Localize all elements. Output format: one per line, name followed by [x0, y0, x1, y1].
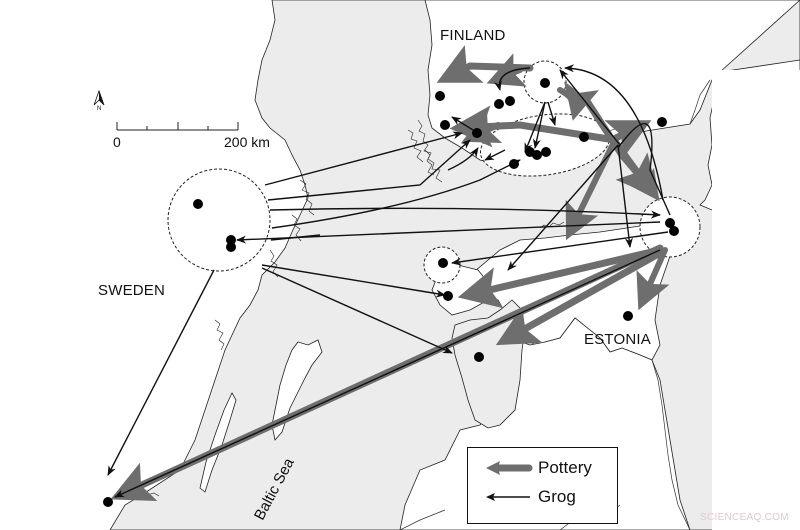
legend-item-pottery: Pottery	[484, 458, 592, 478]
north-arrow-letter: N	[97, 106, 102, 112]
pottery-arrow-icon	[486, 461, 533, 475]
right-frame-white	[712, 70, 800, 530]
cluster-sweden	[167, 168, 271, 272]
label-sweden: SWEDEN	[98, 282, 166, 299]
grog-arrow-icon	[486, 493, 530, 501]
watermark: SCIENCEAQ.COM	[700, 512, 789, 523]
legend-label-grog: Grog	[538, 487, 576, 506]
legend-item-grog: Grog	[484, 487, 576, 507]
scale-bar	[116, 122, 239, 131]
scale-end-label: 200 km	[224, 134, 270, 150]
north-arrow-icon	[93, 89, 105, 106]
legend: Pottery Grog	[467, 447, 618, 524]
oland-island	[199, 392, 237, 493]
legend-label-pottery: Pottery	[538, 458, 592, 477]
label-finland: FINLAND	[440, 27, 506, 44]
scale-start-label: 0	[113, 134, 121, 150]
grog-arrows	[107, 64, 671, 498]
label-estonia: ESTONIA	[584, 331, 651, 348]
site-dots	[103, 78, 679, 507]
